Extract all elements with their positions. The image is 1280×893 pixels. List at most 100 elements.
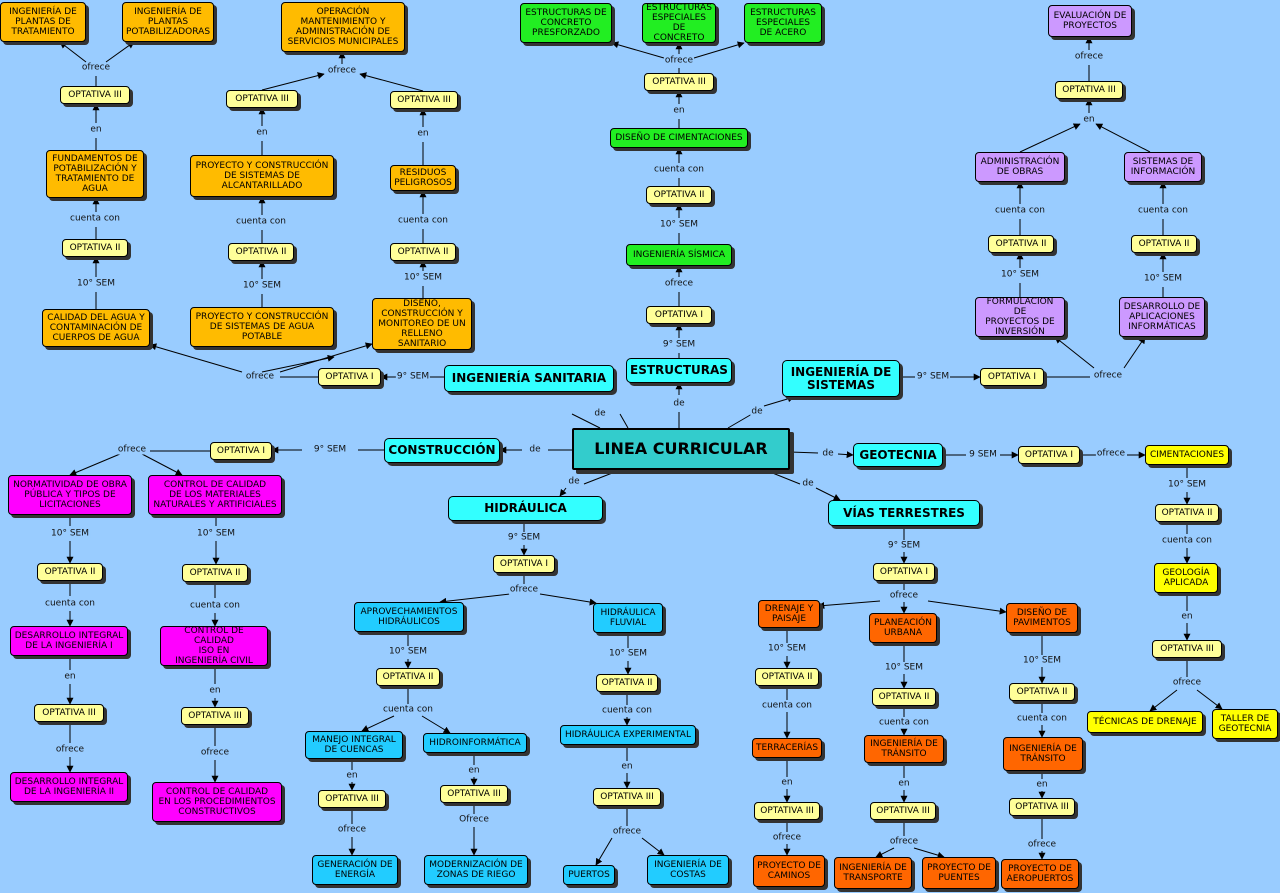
node-h-o2a[interactable]: OPTATIVA II	[376, 668, 440, 686]
node-hub[interactable]: LINEA CURRICULAR	[572, 428, 790, 470]
node-y-sist[interactable]: SISTEMAS DE INFORMACIÓN	[1124, 152, 1202, 182]
node-con[interactable]: CONSTRUCCIÓN	[384, 438, 500, 463]
node-v-o3b[interactable]: OPTATIVA III	[870, 802, 936, 820]
node-e-sism[interactable]: INGENIERÍA SÍSMICA	[626, 244, 732, 266]
node-e-o2[interactable]: OPTATIVA II	[646, 186, 712, 204]
connector-40	[105, 41, 135, 63]
node-g-o1[interactable]: OPTATIVA I	[1018, 446, 1080, 464]
node-c-iso[interactable]: CONTROL DE CALIDAD ISO EN INGENIERÍA CIV…	[160, 626, 268, 666]
node-h-o1[interactable]: OPTATIVA I	[493, 555, 555, 573]
connector-55	[611, 41, 665, 59]
node-c-o1[interactable]: OPTATIVA I	[210, 442, 272, 460]
node-s-calidad[interactable]: CALIDAD DEL AGUA Y CONTAMINACIÓN DE CUER…	[42, 309, 150, 347]
node-y-o1[interactable]: OPTATIVA I	[980, 368, 1044, 386]
node-h-o3b[interactable]: OPTATIVA III	[440, 785, 508, 803]
node-e-acero[interactable]: ESTRUCTURAS ESPECIALES DE ACERO	[744, 3, 822, 43]
node-c-o3a[interactable]: OPTATIVA III	[34, 704, 104, 722]
node-v-o1[interactable]: OPTATIVA I	[873, 563, 935, 581]
node-c-o2b[interactable]: OPTATIVA II	[182, 564, 248, 582]
node-y-desa[interactable]: DESARROLLO DE APLICACIONES INFORMÁTICAS	[1119, 297, 1205, 337]
node-h-cost[interactable]: INGENIERÍA DE COSTAS	[647, 855, 729, 885]
node-v-o2b[interactable]: OPTATIVA II	[872, 688, 936, 706]
node-c-o3b[interactable]: OPTATIVA III	[181, 707, 249, 725]
node-s-resid[interactable]: RESIDUOS PELIGROSOS	[390, 165, 456, 191]
node-v-puent[interactable]: PROYECTO DE PUENTES	[922, 857, 996, 889]
node-h-o3c[interactable]: OPTATIVA III	[593, 788, 661, 806]
node-s-o1[interactable]: OPTATIVA I	[318, 368, 381, 386]
node-y-o3[interactable]: OPTATIVA III	[1055, 81, 1123, 99]
link-label-l-y-sem2b: 10° SEM	[1143, 273, 1183, 284]
node-v-tran2[interactable]: INGENIERÍA DE TRÁNSITO	[1003, 737, 1083, 771]
node-vias[interactable]: VÍAS TERRESTRES	[828, 500, 980, 526]
node-h-mod[interactable]: MODERNIZACIÓN DE ZONAS DE RIEGO	[424, 855, 528, 885]
node-v-o3c[interactable]: OPTATIVA III	[1009, 798, 1075, 816]
node-s-plant-pot[interactable]: INGENIERÍA DE PLANTAS POTABILIZADORAS	[122, 2, 214, 42]
node-h-hinf[interactable]: HIDROINFORMÁTICA	[423, 733, 527, 753]
node-e-presf[interactable]: ESTRUCTURAS DE CONCRETO PRESFORZADO	[520, 3, 612, 43]
node-e-o1[interactable]: OPTATIVA I	[646, 306, 712, 324]
node-y-form[interactable]: FORMULACIÓN DE PROYECTOS DE INVERSIÓN	[975, 297, 1065, 337]
node-h-o3a[interactable]: OPTATIVA III	[318, 790, 386, 808]
node-h-aprov[interactable]: APROVECHAMIENTOS HIDRÁULICOS	[354, 602, 464, 632]
node-c-o2a[interactable]: OPTATIVA II	[37, 563, 103, 581]
node-c-proc[interactable]: CONTROL DE CALIDAD EN LOS PROCEDIMIENTOS…	[152, 782, 282, 822]
node-v-aerop[interactable]: PROYECTO DE AEROPUERTOS	[1001, 859, 1079, 889]
node-v-transp[interactable]: INGENIERÍA DE TRANSPORTE	[834, 857, 912, 889]
node-h-o2b[interactable]: OPTATIVA II	[596, 674, 658, 692]
node-c-ctrl[interactable]: CONTROL DE CALIDAD DE LOS MATERIALES NAT…	[148, 475, 282, 515]
node-est[interactable]: ESTRUCTURAS	[626, 358, 732, 383]
node-v-terr[interactable]: TERRACERÍAS	[752, 738, 822, 758]
node-h-exp[interactable]: HIDRÁULICA EXPERIMENTAL	[560, 725, 696, 745]
node-h-gen[interactable]: GENERACIÓN DE ENERGÍA	[312, 855, 398, 885]
node-h-fluv[interactable]: HIDRÁULICA FLUVIAL	[593, 603, 663, 633]
link-label-l-h-sem: 9° SEM	[506, 532, 542, 543]
node-v-o2a[interactable]: OPTATIVA II	[755, 668, 819, 686]
node-g-o3[interactable]: OPTATIVA III	[1152, 640, 1222, 658]
node-y-eval[interactable]: EVALUACIÓN DE PROYECTOS	[1048, 5, 1132, 37]
node-v-plan[interactable]: PLANEACIÓN URBANA	[869, 613, 937, 643]
node-san[interactable]: INGENIERÍA SANITARIA	[444, 365, 614, 392]
node-g-cim[interactable]: CIMENTACIONES	[1145, 445, 1229, 465]
node-s-diseno-rell[interactable]: DISEÑO, CONSTRUCCIÓN Y MONITOREO DE UN R…	[372, 298, 472, 350]
link-label-l-h-ofr: ofrece	[508, 584, 540, 595]
connector-80	[141, 453, 183, 476]
node-s-operac[interactable]: OPERACIÓN MANTENIMIENTO Y ADMINISTRACIÓN…	[281, 2, 405, 52]
node-s-o3a[interactable]: OPTATIVA III	[60, 86, 130, 104]
node-s-o2a[interactable]: OPTATIVA II	[62, 239, 128, 257]
node-y-o2b[interactable]: OPTATIVA II	[1131, 235, 1197, 253]
node-c-des2[interactable]: DESARROLLO INTEGRAL DE LA INGENIERÍA II	[10, 772, 128, 802]
node-s-plant-trat[interactable]: INGENIERÍA DE PLANTAS DE TRATAMIENTO	[0, 2, 86, 42]
node-e-cimen[interactable]: DISEÑO DE CIMENTACIONES	[610, 128, 748, 148]
node-e-o3[interactable]: OPTATIVA III	[644, 73, 714, 91]
node-v-dren[interactable]: DRENAJE Y PAISAJE	[758, 600, 820, 628]
node-v-camin[interactable]: PROYECTO DE CAMINOS	[753, 855, 825, 887]
node-hid[interactable]: HIDRÁULICA	[448, 496, 603, 521]
node-v-o3a[interactable]: OPTATIVA III	[754, 802, 820, 820]
node-y-o2a[interactable]: OPTATIVA II	[988, 235, 1054, 253]
node-v-o2c[interactable]: OPTATIVA II	[1009, 683, 1075, 701]
node-c-norm[interactable]: NORMATIVIDAD DE OBRA PÚBLICA Y TIPOS DE …	[8, 475, 132, 515]
node-v-pav[interactable]: DISEÑO DE PAVIMENTOS	[1006, 603, 1078, 633]
node-s-o2c[interactable]: OPTATIVA II	[390, 243, 456, 261]
node-s-o3c[interactable]: OPTATIVA III	[390, 91, 458, 109]
node-g-dren[interactable]: TÉCNICAS DE DRENAJE	[1087, 711, 1203, 733]
node-s-alcant[interactable]: PROYECTO Y CONSTRUCCIÓN DE SISTEMAS DE A…	[190, 155, 334, 197]
node-y-admin[interactable]: ADMINISTRACIÓN DE OBRAS	[975, 152, 1065, 182]
link-label-l-h-en-a: en	[345, 770, 359, 781]
node-g-taller[interactable]: TALLER DE GEOTECNIA	[1212, 709, 1278, 739]
node-s-o2b[interactable]: OPTATIVA II	[228, 243, 294, 261]
node-g-o2[interactable]: OPTATIVA II	[1155, 504, 1219, 522]
node-h-manejo[interactable]: MANEJO INTEGRAL DE CUENCAS	[305, 731, 403, 759]
node-h-puer[interactable]: PUERTOS	[563, 865, 615, 885]
node-s-o3b[interactable]: OPTATIVA III	[226, 90, 298, 108]
node-e-concr[interactable]: ESTRUCTURAS ESPECIALES DE CONCRETO	[642, 3, 716, 43]
node-c-des1[interactable]: DESARROLLO INTEGRAL DE LA INGENIERÍA I	[10, 626, 128, 656]
node-sis[interactable]: INGENIERÍA DE SISTEMAS	[782, 360, 900, 397]
node-g-geol[interactable]: GEOLOGÍA APLICADA	[1154, 563, 1218, 593]
connector-140	[817, 600, 881, 609]
node-v-tran1[interactable]: INGENIERÍA DE TRÁNSITO	[864, 735, 944, 763]
node-geo[interactable]: GEOTECNIA	[853, 443, 943, 467]
node-s-fund[interactable]: FUNDAMENTOS DE POTABILIZACIÓN Y TRATAMIE…	[46, 150, 144, 198]
node-s-proy-agua[interactable]: PROYECTO Y CONSTRUCCIÓN DE SISTEMAS DE A…	[190, 307, 334, 347]
link-label-l-h-cc-b: cuenta con	[601, 705, 653, 716]
